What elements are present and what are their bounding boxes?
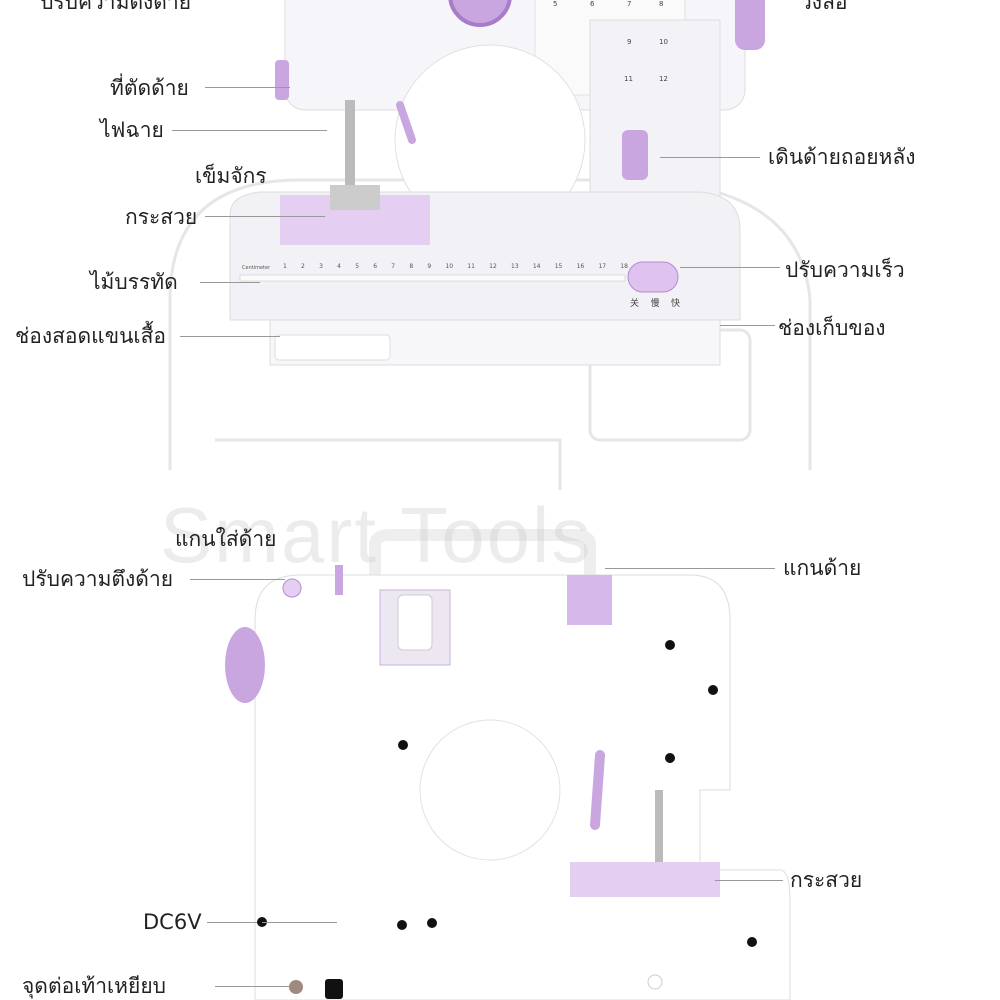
label-bobbin-bottom: กระสวย [790, 868, 863, 892]
ruler-number: 1 [283, 263, 287, 270]
ruler-number: 3 [319, 263, 323, 270]
ruler-number: 6 [373, 263, 378, 270]
watermark: Smart Tools [160, 491, 593, 579]
stitch-number: 9 [627, 38, 632, 46]
label-foot-pedal-port: จุดต่อเท้าเหยียบ [22, 974, 166, 998]
label-spool: แกนด้าย [783, 556, 862, 580]
label-thread-tension-bottom: ปรับความตึงด้าย [22, 567, 174, 591]
speed-switch-labels: 关 慢 快 [630, 296, 680, 309]
ruler-number: 2 [301, 263, 305, 270]
ruler-number: 8 [409, 263, 414, 270]
stitch-number: 8 [659, 0, 664, 8]
ruler-number: 18 [620, 263, 628, 270]
speed-fast-label: 快 [670, 299, 680, 309]
ruler-number: 9 [427, 263, 432, 270]
top-sewing-machine [229, 0, 765, 366]
stitch-number: 12 [659, 75, 668, 83]
label-dc6v: DC6V [143, 910, 202, 934]
label-speed-control: ปรับความเร็ว [785, 258, 905, 282]
speed-slow-label: 慢 [650, 299, 660, 309]
ruler-number: 10 [445, 263, 454, 270]
label-sleeve-slot: ช่องสอดแขนเสื้อ [15, 324, 167, 348]
ruler-number: 11 [467, 263, 475, 270]
ruler-number: 4 [337, 263, 341, 270]
stitch-number: 6 [590, 0, 595, 8]
speed-off-label: 关 [630, 299, 640, 309]
label-light: ไฟฉาย [100, 118, 164, 142]
label-thread-tension: ปรับความตึงด้าย [40, 0, 192, 14]
label-bobbin: กระสวย [125, 205, 198, 229]
stitch-number: 5 [553, 0, 558, 8]
ruler-number: 7 [391, 263, 396, 270]
ruler-number: 16 [576, 263, 585, 270]
label-spool-pin: แกนใส่ด้าย [175, 527, 277, 551]
ruler-numbers: 1 2 3 4 5 6 7 8 9 10 11 12 13 14 15 16 1… [283, 263, 628, 270]
ruler-number: 13 [511, 263, 519, 270]
bottom-sewing-machine [225, 529, 791, 1000]
stitch-number: 10 [659, 38, 668, 46]
label-needle: เข็มจักร [195, 164, 267, 188]
label-handwheel: วงล้อ [800, 0, 848, 14]
label-storage: ช่องเก็บของ [778, 316, 886, 340]
ruler-number: 17 [598, 263, 607, 270]
ruler-number: 14 [532, 263, 541, 270]
label-ruler: ไม้บรรทัด [90, 270, 178, 294]
ruler-number: 5 [355, 263, 360, 270]
ruler-number: 15 [554, 263, 563, 270]
stitch-number: 7 [627, 0, 632, 8]
label-reverse-stitch: เดินด้ายถอยหลัง [768, 145, 916, 169]
ruler-number: 12 [489, 263, 497, 270]
ruler-label: Centimeter [242, 265, 271, 271]
label-thread-cutter: ที่ตัดด้าย [110, 76, 189, 100]
stitch-number: 11 [624, 75, 633, 83]
